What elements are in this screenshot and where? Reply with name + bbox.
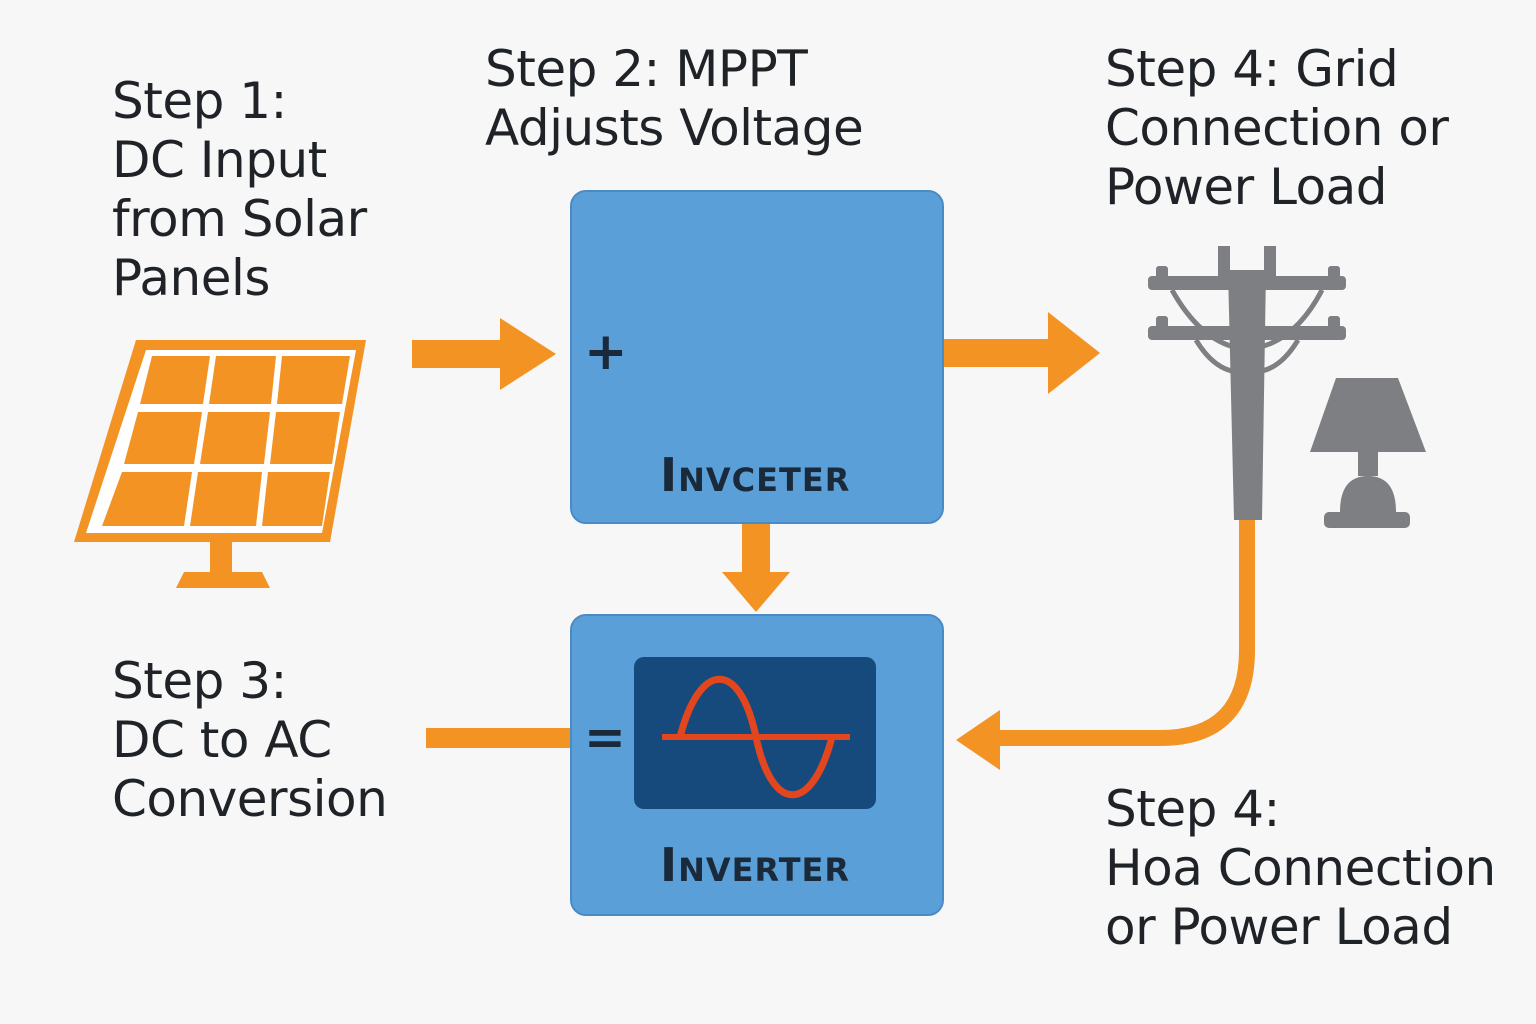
- step2-label: Step 2: MPPT Adjusts Voltage: [485, 40, 864, 157]
- sine-wave-icon: [662, 676, 850, 798]
- step4-home-label: Step 4: Hoa Connection or Power Load: [1105, 780, 1496, 956]
- solar-panel-icon: [74, 340, 366, 588]
- lamp-icon: [1310, 378, 1426, 528]
- utility-pole-icon: [1148, 246, 1346, 520]
- arrow-mppt-to-inverter: [722, 520, 790, 612]
- plus-symbol: +: [584, 322, 628, 382]
- arrow-into-inverter: [956, 710, 1000, 770]
- line-step3-to-inverter: [426, 728, 572, 748]
- mppt-box-label: Invceter: [660, 448, 851, 502]
- step3-label: Step 3: DC to AC Conversion: [112, 652, 388, 828]
- mppt-box: [570, 190, 944, 524]
- step4-grid-label: Step 4: Grid Connection or Power Load: [1105, 40, 1449, 216]
- inverter-box-label: Inverter: [659, 838, 851, 892]
- arrow-mppt-to-grid: [942, 312, 1100, 394]
- cable-grid-to-inverter: [994, 518, 1255, 746]
- step1-label: Step 1: DC Input from Solar Panels: [112, 72, 367, 307]
- equals-symbol: =: [584, 708, 626, 766]
- arrow-panel-to-mppt: [412, 318, 556, 390]
